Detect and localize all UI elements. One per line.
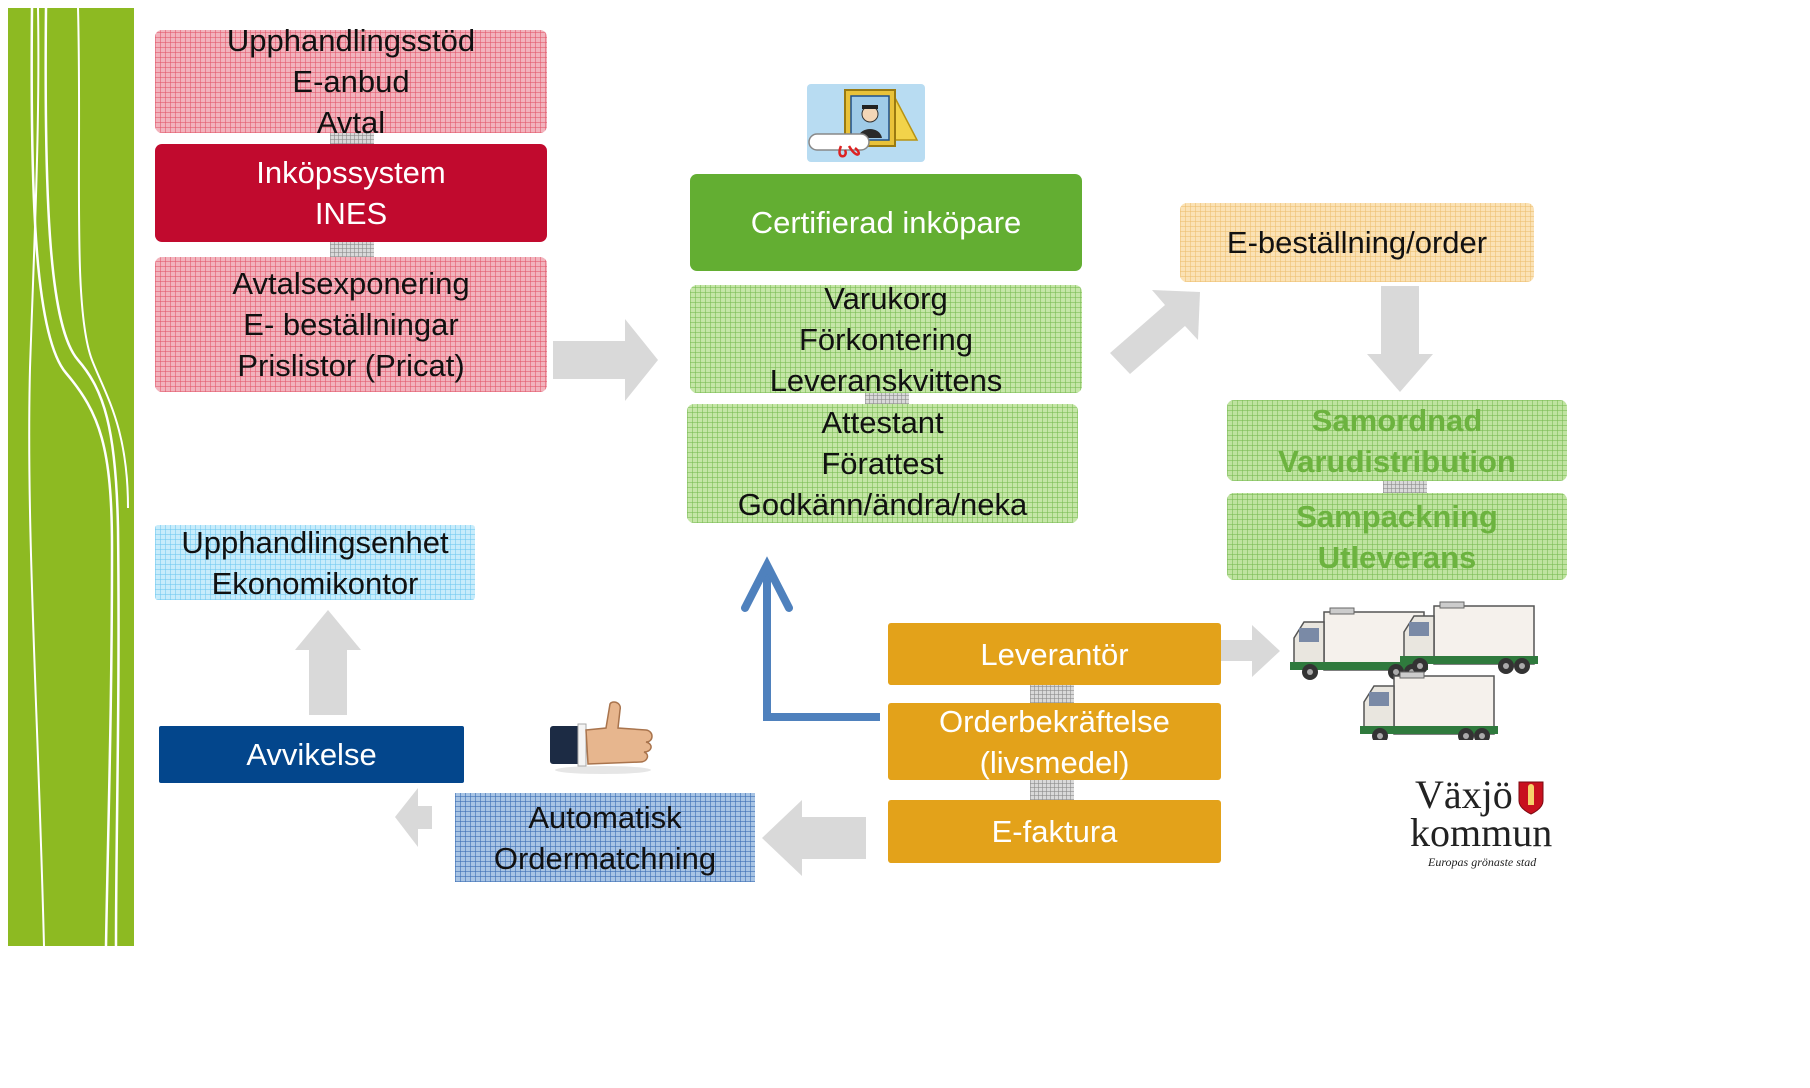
samordnad-varudistribution-box: Samordnad Varudistribution bbox=[1227, 400, 1567, 481]
certifierad-inkopare-box: Certifierad inköpare bbox=[690, 174, 1082, 271]
arrow-left-1 bbox=[762, 800, 866, 876]
orderbekraftelse-box: Orderbekräftelse (livsmedel) bbox=[888, 703, 1221, 780]
upphandlingsstod-box: Upphandlingsstöd E-anbud Avtal bbox=[155, 23, 547, 140]
automatisk-ordermatchning-box: Automatisk Ordermatchning bbox=[455, 793, 755, 882]
box-line: Samordnad bbox=[1311, 402, 1483, 438]
certificate-icon bbox=[805, 80, 925, 165]
inkopssystem-box: Inköpssystem INES bbox=[155, 144, 547, 242]
thumbs-up-icon bbox=[548, 700, 658, 775]
box-line: Prislistor (Pricat) bbox=[237, 348, 465, 383]
arrow-down-1 bbox=[1367, 286, 1433, 392]
logo-name-line2: kommun bbox=[1410, 810, 1553, 855]
avtalsexponering-box: Avtalsexponering E- beställningar Prisli… bbox=[155, 257, 547, 392]
connector bbox=[1030, 780, 1074, 800]
box-line: E- beställningar bbox=[243, 307, 459, 342]
connector bbox=[330, 242, 374, 257]
logo-tagline: Europas grönaste stad bbox=[1428, 855, 1537, 869]
box-line: Avtalsexponering bbox=[232, 266, 470, 301]
box-line: Upphandlingsstöd bbox=[226, 23, 476, 58]
ebestallning-box: E-beställning/order bbox=[1180, 203, 1534, 282]
efaktura-box: E-faktura bbox=[888, 800, 1221, 863]
arrow-left-2 bbox=[395, 788, 432, 847]
return-arrow-blue bbox=[763, 570, 880, 721]
box-line: Ordermatchning bbox=[493, 840, 717, 876]
box-line: Förattest bbox=[821, 446, 944, 481]
upphandlingsenhet-box: Upphandlingsenhet Ekonomikontor bbox=[155, 524, 475, 601]
box-line: Leveranskvittens bbox=[769, 362, 1003, 398]
sidebar-band bbox=[8, 7, 134, 947]
box-line: Förkontering bbox=[798, 321, 974, 357]
box-line: E-faktura bbox=[991, 814, 1118, 849]
box-line: Avvikelse bbox=[246, 737, 377, 772]
attestant-box: Attestant Förattest Godkänn/ändra/neka bbox=[687, 404, 1078, 523]
delivery-truck-icon bbox=[1290, 601, 1539, 740]
box-line: Upphandlingsenhet bbox=[181, 524, 449, 560]
sampackning-utleverans-box: Sampackning Utleverans bbox=[1227, 493, 1567, 580]
box-line: Varukorg bbox=[824, 280, 948, 316]
box-line: Inköpssystem bbox=[256, 155, 446, 190]
box-line: Varudistribution bbox=[1278, 443, 1516, 479]
connector bbox=[865, 393, 909, 404]
arrow-up-1 bbox=[295, 610, 361, 715]
box-line: INES bbox=[314, 196, 388, 231]
box-line: Attestant bbox=[821, 405, 944, 440]
logo-name-line1: Växjö bbox=[1415, 772, 1513, 817]
box-line: Ekonomikontor bbox=[211, 565, 419, 601]
sidebar-wave-lines bbox=[28, 7, 129, 947]
connector bbox=[1030, 685, 1074, 703]
varukorg-box: Varukorg Förkontering Leveranskvittens bbox=[690, 281, 1082, 398]
return-arrow-blue-head bbox=[741, 556, 793, 612]
box-line: Certifierad inköpare bbox=[750, 205, 1022, 240]
box-line: Sampackning bbox=[1296, 498, 1498, 534]
arrow-right-1 bbox=[553, 319, 658, 401]
box-line: E-anbud bbox=[292, 64, 410, 99]
box-line: E-beställning/order bbox=[1226, 225, 1488, 260]
box-line: Avtal bbox=[316, 105, 386, 140]
box-line: Godkänn/ändra/neka bbox=[737, 487, 1028, 522]
connector bbox=[330, 133, 374, 144]
box-line: Utleverans bbox=[1317, 539, 1477, 575]
connector bbox=[1383, 481, 1427, 493]
arrow-diagonal bbox=[1110, 290, 1200, 374]
box-line: (livsmedel) bbox=[979, 744, 1130, 780]
box-line: Leverantör bbox=[980, 636, 1129, 672]
vaxjo-kommun-logo: Växjö kommun Europas grönaste stad bbox=[1410, 775, 1560, 875]
box-line: Orderbekräftelse bbox=[939, 703, 1170, 739]
coat-of-arms-icon bbox=[1518, 781, 1544, 815]
leverantor-box: Leverantör bbox=[888, 623, 1221, 685]
arrow-right-2 bbox=[1221, 625, 1280, 677]
avvikelse-box: Avvikelse bbox=[159, 726, 464, 783]
box-line: Automatisk bbox=[528, 799, 682, 835]
